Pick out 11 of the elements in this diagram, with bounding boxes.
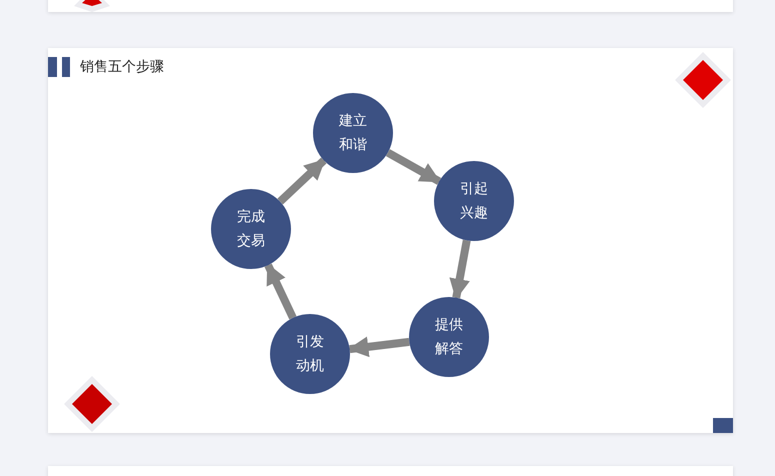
arrow <box>264 263 297 320</box>
arrow <box>277 158 327 204</box>
step-label: 引起兴趣 <box>459 180 489 223</box>
step-label: 建立和谐 <box>338 112 368 155</box>
arrow <box>348 336 410 358</box>
step-label: 引发动机 <box>295 333 325 376</box>
arrow <box>449 240 471 300</box>
arrow <box>386 149 442 185</box>
step-label: 完成交易 <box>236 208 266 251</box>
title: 销售五个步骤 <box>80 58 164 76</box>
step-label: 提供解答 <box>434 316 464 359</box>
